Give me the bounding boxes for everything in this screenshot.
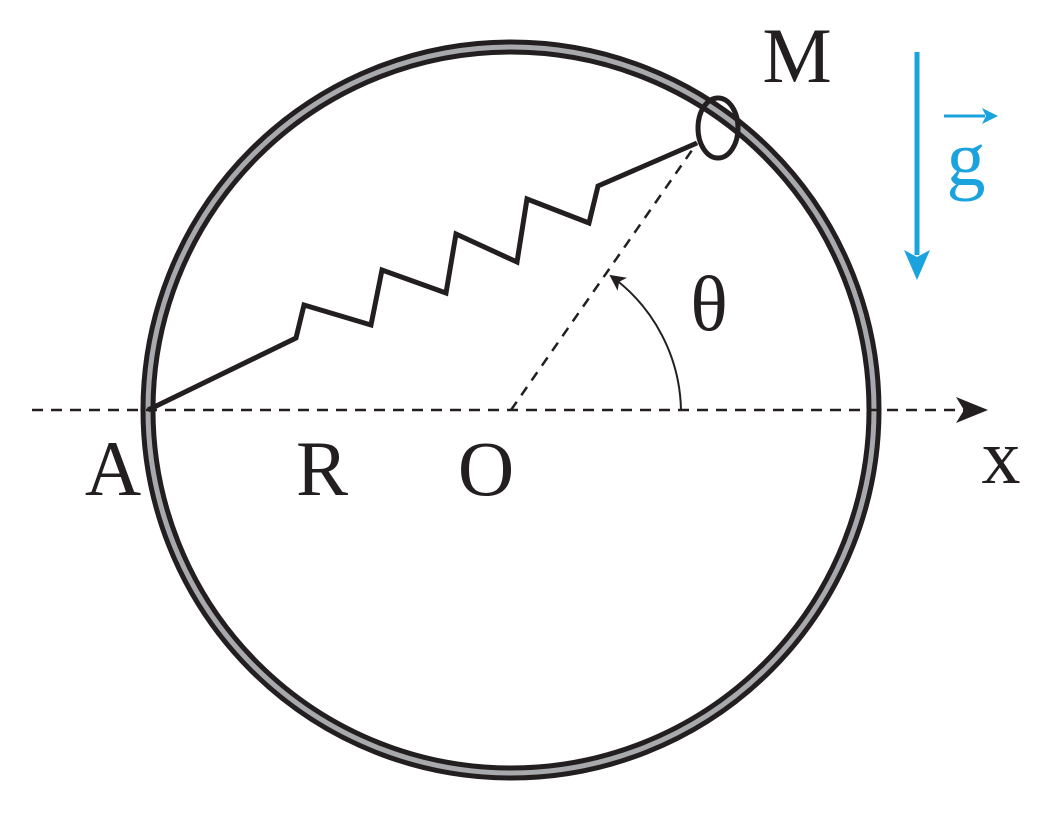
x-axis-arrowhead [956, 397, 988, 423]
bead [695, 95, 741, 161]
spring [146, 140, 698, 413]
label-angle-theta: θ [690, 260, 727, 347]
angle-arc [609, 274, 682, 411]
gravity-vector: g [904, 52, 998, 280]
gravity-vector-bar-tip [982, 108, 998, 124]
gravity-arrowhead [904, 250, 930, 280]
label-radius: R [296, 425, 348, 512]
label-point-a: A [85, 425, 141, 512]
gravity-label: g [947, 115, 986, 202]
label-axis-x: x [982, 413, 1021, 500]
label-center-o: O [458, 425, 514, 512]
label-bead-m: M [762, 12, 831, 99]
radius-om [509, 142, 699, 411]
